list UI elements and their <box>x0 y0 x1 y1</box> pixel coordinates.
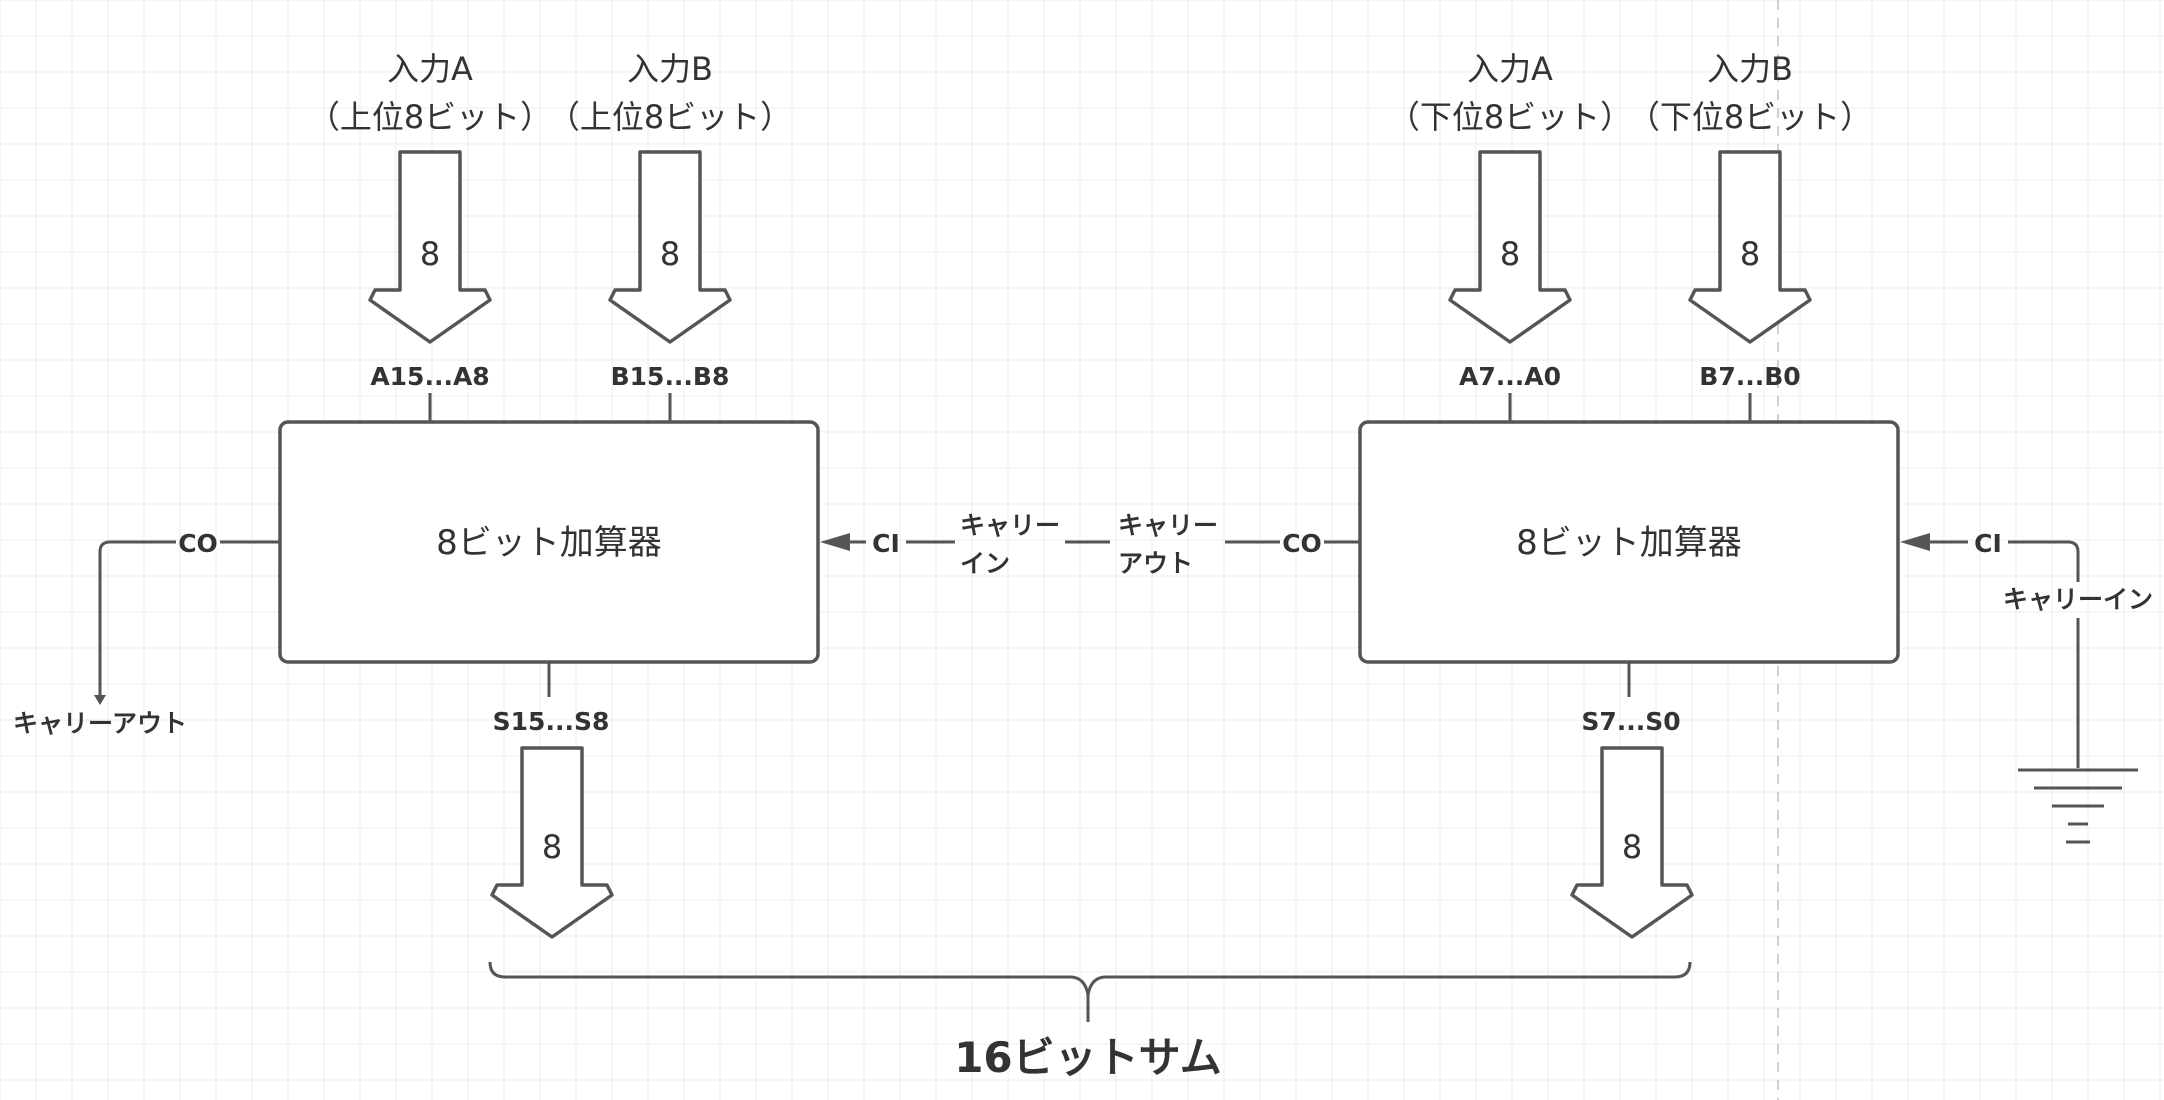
ci-high-arrowhead-icon <box>820 533 850 551</box>
adder-low-name: 8ビット加算器 <box>1516 523 1742 563</box>
bus-width-a-low: 8 <box>1500 235 1520 273</box>
bus-arrow-sum-low <box>1570 746 1694 939</box>
bus-width-sum-high: 8 <box>542 828 562 866</box>
ground-icon <box>2018 768 2138 844</box>
adder-high: 入力A （上位8ビット） 入力B （上位8ビット） 8 8 A15...A8 B… <box>13 50 1060 939</box>
bus-width-b-high: 8 <box>660 235 680 273</box>
pin-label-sum-high: S15...S8 <box>493 707 610 736</box>
input-a-high-subtitle: （上位8ビット） <box>308 98 552 136</box>
input-a-low-subtitle: （下位8ビット） <box>1388 98 1632 136</box>
bus-width-sum-low: 8 <box>1622 828 1642 866</box>
bus-arrow-a-low <box>1448 150 1572 344</box>
input-b-low-title: 入力B <box>1707 50 1793 88</box>
pin-ci-low: CI <box>1974 529 2002 558</box>
pin-label-b-low: B7...B0 <box>1699 362 1800 391</box>
input-b-low-subtitle: （下位8ビット） <box>1628 98 1872 136</box>
pin-label-a-high: A15...A8 <box>370 362 489 391</box>
adder-high-name: 8ビット加算器 <box>436 523 662 563</box>
ci-low-arrowhead-icon <box>1900 533 1930 551</box>
input-b-high-subtitle: （上位8ビット） <box>548 98 792 136</box>
pin-co-low: CO <box>1282 529 1322 558</box>
bus-arrow-a-high <box>368 150 492 344</box>
input-a-low-title: 入力A <box>1467 50 1553 88</box>
carry-out-low-label-line1: キャリー <box>1118 511 1218 540</box>
wire-carry-out-high <box>98 540 176 695</box>
pin-label-b-high: B15...B8 <box>611 362 730 391</box>
bus-arrow-sum-high <box>490 746 614 939</box>
carry-out-low-label-line2: アウト <box>1118 549 1193 578</box>
adder-low: 入力A （下位8ビット） 入力B （下位8ビット） 8 8 A7...A0 B7… <box>1118 50 2153 939</box>
pin-co-high: CO <box>178 529 218 558</box>
input-a-high-title: 入力A <box>387 50 473 88</box>
bus-arrow-b-high <box>608 150 732 344</box>
carry-out-terminal-icon <box>94 695 106 705</box>
bus-width-a-high: 8 <box>420 235 440 273</box>
pin-label-sum-low: S7...S0 <box>1581 707 1680 736</box>
bus-width-b-low: 8 <box>1740 235 1760 273</box>
carry-in-high-label-line2: イン <box>960 549 1010 578</box>
bus-arrow-b-low <box>1688 150 1812 344</box>
wire-ci-low <box>2008 540 2080 582</box>
carry-in-low-label: キャリーイン <box>2003 585 2153 614</box>
sum-label: 16ビットサム <box>954 1033 1222 1082</box>
sum-brace <box>488 961 1692 996</box>
carry-in-high-label-line1: キャリー <box>960 511 1060 540</box>
carry-out-high-label: キャリーアウト <box>13 709 187 738</box>
pin-label-a-low: A7...A0 <box>1459 362 1561 391</box>
input-b-high-title: 入力B <box>627 50 713 88</box>
pin-ci-high: CI <box>872 529 900 558</box>
